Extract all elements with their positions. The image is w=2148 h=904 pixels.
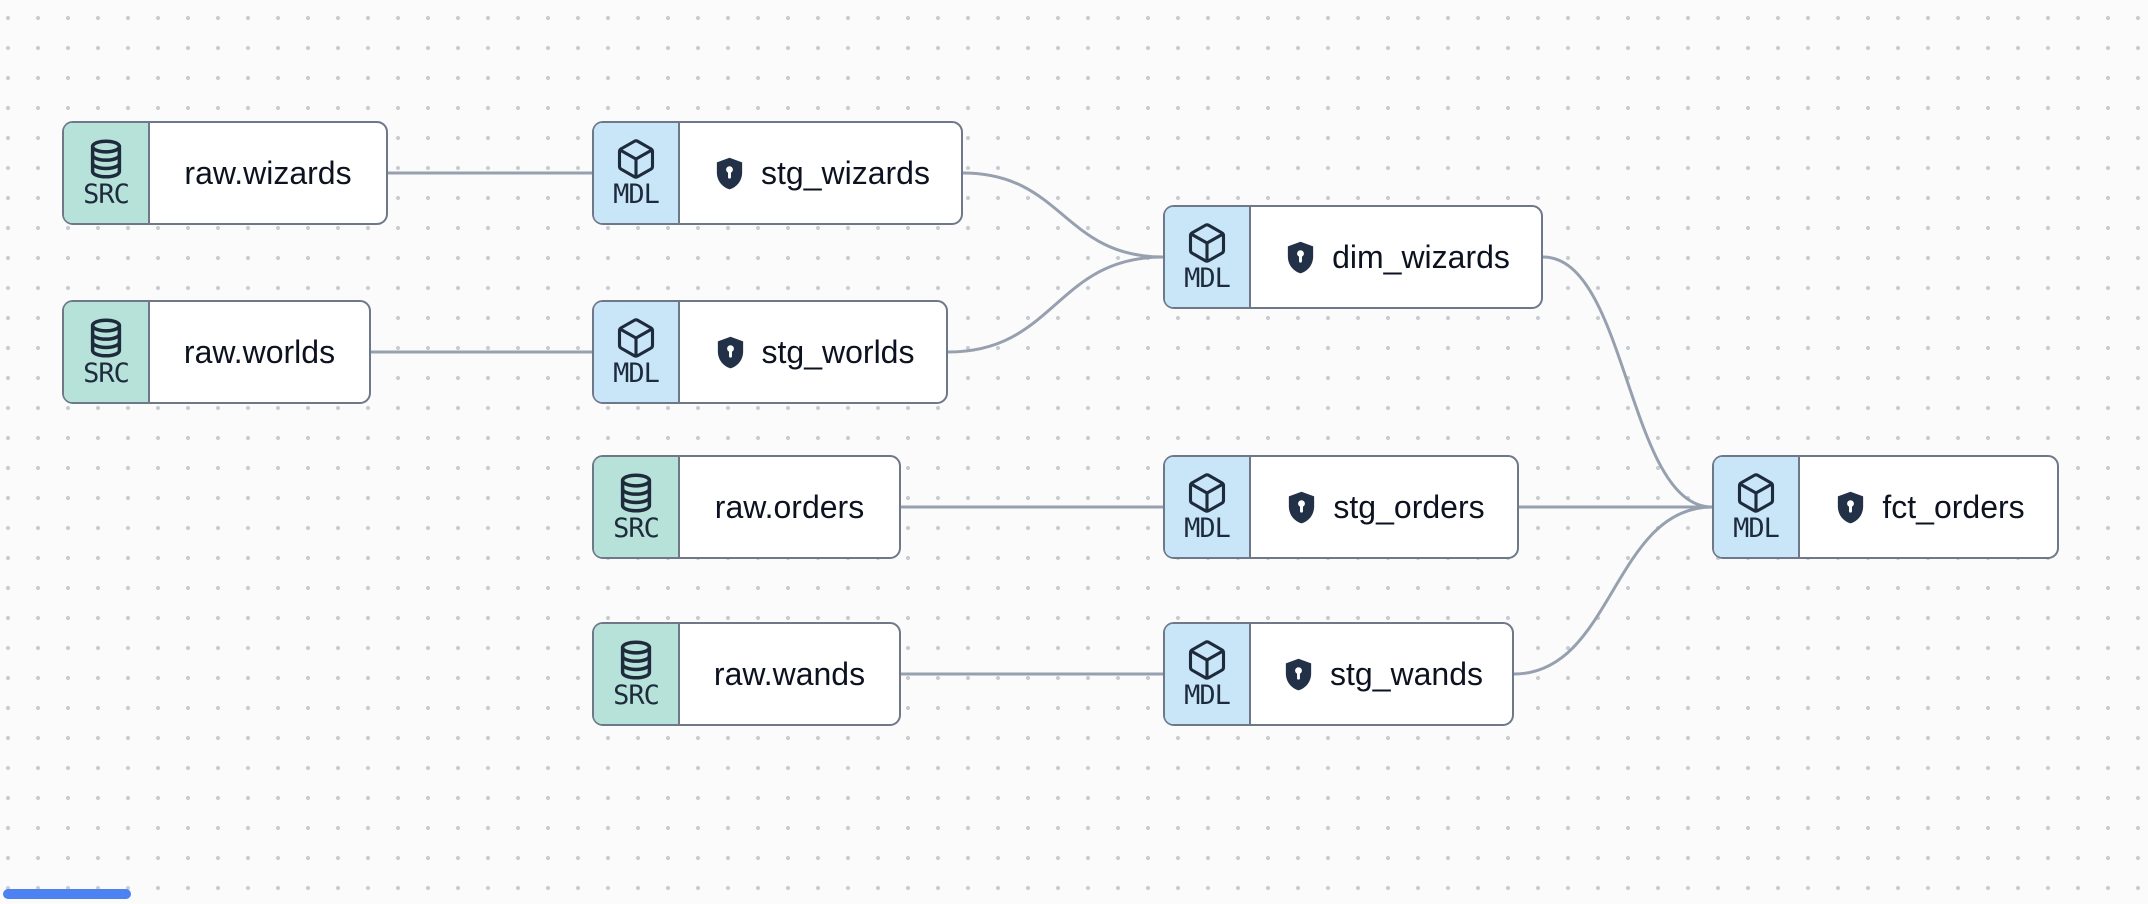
edge-stg-worlds-to-dim-wizards — [946, 255, 1165, 354]
node-body: stg_wands — [1251, 624, 1512, 724]
node-raw-worlds[interactable]: SRC raw.worlds — [62, 300, 371, 404]
node-label: dim_wizards — [1332, 239, 1510, 275]
cube-icon — [617, 318, 655, 358]
node-stg-wizards[interactable]: MDL stg_wizards — [592, 121, 963, 225]
model-badge: MDL — [594, 302, 680, 402]
shield-lock-icon — [1832, 489, 1869, 526]
node-stg-orders[interactable]: MDL stg_orders — [1163, 455, 1519, 559]
node-body: raw.orders — [680, 457, 899, 557]
model-badge: MDL — [1165, 207, 1251, 307]
badge-label: SRC — [613, 679, 660, 711]
node-fct-orders[interactable]: MDL fct_orders — [1712, 455, 2059, 559]
source-badge: SRC — [64, 123, 150, 223]
node-raw-wizards[interactable]: SRC raw.wizards — [62, 121, 388, 225]
node-body: stg_wizards — [680, 123, 961, 223]
cube-icon — [1188, 223, 1226, 263]
model-badge: MDL — [1714, 457, 1800, 557]
node-body: raw.worlds — [150, 302, 369, 402]
database-icon — [90, 318, 122, 358]
edge-dim-wizards-to-fct-orders — [1541, 255, 1714, 509]
source-badge: SRC — [594, 457, 680, 557]
model-badge: MDL — [1165, 624, 1251, 724]
badge-label: MDL — [613, 178, 660, 210]
badge-label: MDL — [613, 357, 660, 389]
badge-label: MDL — [1733, 512, 1780, 544]
cube-icon — [1188, 640, 1226, 680]
node-body: raw.wands — [680, 624, 899, 724]
node-label: raw.wands — [713, 656, 866, 692]
source-badge: SRC — [64, 302, 150, 402]
node-label: stg_orders — [1333, 489, 1485, 525]
badge-label: MDL — [1184, 512, 1231, 544]
horizontal-scrollbar-thumb[interactable] — [3, 889, 131, 899]
node-body: raw.wizards — [150, 123, 386, 223]
node-stg-worlds[interactable]: MDL stg_worlds — [592, 300, 948, 404]
node-label: raw.wizards — [184, 155, 352, 191]
database-icon — [620, 640, 652, 680]
shield-lock-icon — [1282, 239, 1319, 276]
node-stg-wands[interactable]: MDL stg_wands — [1163, 622, 1514, 726]
node-body: dim_wizards — [1251, 207, 1541, 307]
shield-lock-icon — [1280, 656, 1317, 693]
model-badge: MDL — [594, 123, 680, 223]
node-label: fct_orders — [1882, 489, 2025, 525]
database-icon — [620, 473, 652, 513]
node-body: fct_orders — [1800, 457, 2057, 557]
node-dim-wizards[interactable]: MDL dim_wizards — [1163, 205, 1543, 309]
node-body: stg_worlds — [680, 302, 946, 402]
node-raw-wands[interactable]: SRC raw.wands — [592, 622, 901, 726]
source-badge: SRC — [594, 624, 680, 724]
node-body: stg_orders — [1251, 457, 1517, 557]
node-label: stg_worlds — [761, 334, 915, 370]
cube-icon — [1188, 473, 1226, 513]
node-label: stg_wizards — [761, 155, 930, 191]
badge-label: MDL — [1184, 262, 1231, 294]
badge-label: MDL — [1184, 679, 1231, 711]
badge-label: SRC — [83, 357, 130, 389]
badge-label: SRC — [613, 512, 660, 544]
node-label: raw.orders — [714, 489, 865, 525]
edge-stg-wizards-to-dim-wizards — [961, 171, 1165, 259]
node-label: stg_wands — [1330, 656, 1483, 692]
shield-lock-icon — [711, 155, 748, 192]
shield-lock-icon — [712, 334, 749, 371]
node-label: raw.worlds — [183, 334, 336, 370]
edge-stg-wands-to-fct-orders — [1512, 505, 1714, 676]
model-badge: MDL — [1165, 457, 1251, 557]
node-raw-orders[interactable]: SRC raw.orders — [592, 455, 901, 559]
cube-icon — [617, 139, 655, 179]
database-icon — [90, 139, 122, 179]
badge-label: SRC — [83, 178, 130, 210]
shield-lock-icon — [1283, 489, 1320, 526]
cube-icon — [1737, 473, 1775, 513]
